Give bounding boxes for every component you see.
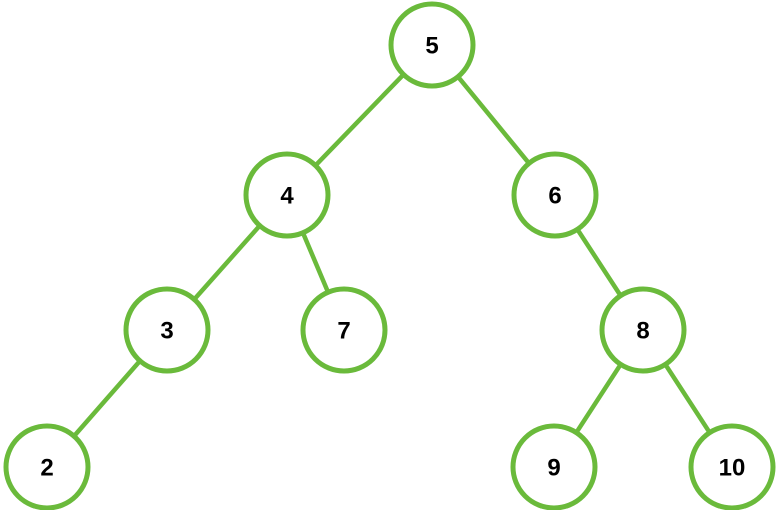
edge-6-8: [573, 225, 625, 300]
node-circle: [388, 1, 476, 89]
tree-node-10: 10: [688, 423, 776, 510]
node-label: 6: [548, 183, 561, 210]
edge-8-9: [572, 360, 625, 437]
node-circle: [688, 423, 776, 510]
edge-5-4: [311, 70, 408, 170]
node-label: 9: [547, 455, 560, 482]
edge-3-2: [69, 356, 145, 441]
node-label: 10: [719, 455, 746, 482]
edge-line: [300, 229, 331, 296]
node-label: 2: [40, 455, 53, 482]
node-label: 5: [425, 33, 438, 60]
node-circle: [300, 286, 388, 374]
edges-layer: [69, 70, 714, 441]
tree-node-2: 2: [3, 423, 91, 510]
tree-node-8: 8: [599, 286, 687, 374]
edge-line: [71, 357, 143, 440]
node-circle: [243, 151, 331, 239]
edge-line: [191, 222, 263, 303]
node-circle: [511, 151, 599, 239]
edge-4-7: [299, 228, 332, 297]
edge-8-10: [661, 360, 714, 437]
tree-node-9: 9: [510, 423, 598, 510]
node-circle: [123, 286, 211, 374]
nodes-layer: 5 4 6 3 7 8 2 9: [3, 1, 776, 510]
node-circle: [510, 423, 598, 510]
tree-node-5: 5: [388, 1, 476, 89]
edge-line: [574, 226, 624, 299]
tree-node-7: 7: [300, 286, 388, 374]
edge-line: [573, 361, 624, 436]
edge-line: [455, 73, 532, 167]
node-label: 3: [160, 318, 173, 345]
edge-line: [662, 361, 713, 436]
node-label: 8: [636, 318, 649, 345]
edge-line: [312, 71, 407, 169]
tree-node-6: 6: [511, 151, 599, 239]
node-circle: [3, 423, 91, 510]
node-label: 7: [337, 318, 350, 345]
tree-node-4: 4: [243, 151, 331, 239]
edge-4-3: [190, 221, 264, 304]
node-circle: [599, 286, 687, 374]
node-label: 4: [280, 183, 294, 210]
edge-5-6: [453, 72, 534, 168]
tree-node-3: 3: [123, 286, 211, 374]
